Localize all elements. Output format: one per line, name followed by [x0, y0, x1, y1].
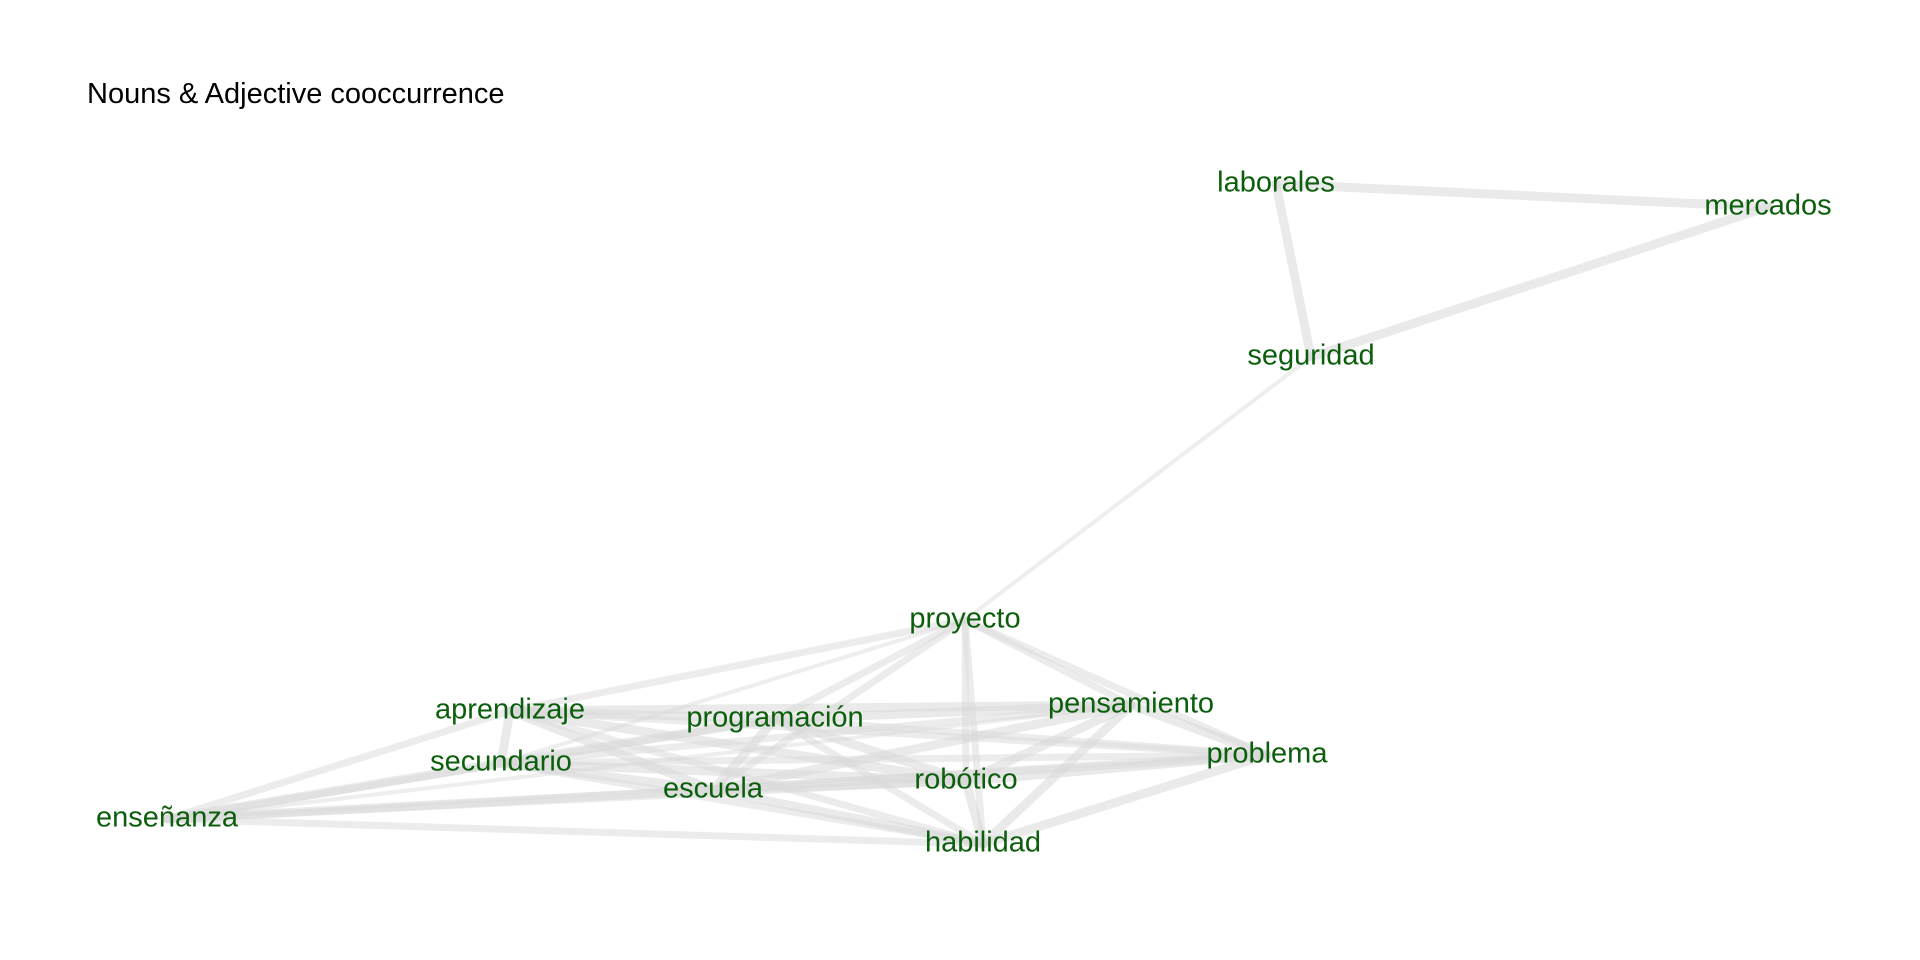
edge-pensamiento-problema [1126, 700, 1272, 760]
edge-pensamiento-secundario [497, 701, 1135, 767]
node-ensenanza: enseñanza [96, 802, 239, 834]
edge-problema-robotico [961, 750, 1272, 786]
edge-aprendizaje-habilidad [506, 707, 987, 848]
edge-ensenanza-habilidad [163, 815, 987, 848]
node-programacion: programación [686, 702, 863, 734]
edge-aprendizaje-ensenanza [163, 707, 514, 823]
node-secundario: secundario [430, 746, 572, 778]
node-robotico: robótico [914, 764, 1017, 796]
edge-seguridad-proyecto [963, 355, 1313, 622]
edge-laborales-mercados [1271, 179, 1773, 212]
edge-proyecto-aprendizaje [506, 616, 969, 715]
node-escuela: escuela [663, 773, 764, 805]
edge-mercados-seguridad [1306, 202, 1773, 362]
edge-escuela-habilidad [708, 785, 988, 849]
edge-secundario-ensenanza [162, 758, 506, 824]
edge-programacion-problema [771, 715, 1271, 759]
node-laborales: laborales [1217, 167, 1335, 199]
edge-aprendizaje-robotico [505, 706, 971, 786]
edge-robotico-habilidad [961, 776, 988, 849]
nodes-layer: laborales mercados seguridad proyecto aprend… [96, 167, 1832, 859]
edge-problema-habilidad [978, 750, 1272, 849]
edge-proyecto-programacion [771, 616, 969, 723]
graph-title: Nouns & Adjective cooccurrence [87, 78, 505, 110]
edge-aprendizaje-secundario [496, 706, 515, 768]
edge-laborales-seguridad [1271, 179, 1316, 362]
node-mercados: mercados [1704, 190, 1831, 222]
edge-robotico-ensenanza [163, 777, 970, 823]
node-habilidad: habilidad [925, 827, 1041, 859]
edge-programacion-escuela [708, 714, 780, 795]
edge-secundario-problema [497, 751, 1271, 767]
node-proyecto: proyecto [909, 603, 1020, 635]
node-problema: problema [1207, 738, 1329, 770]
node-pensamiento: pensamiento [1048, 688, 1214, 720]
node-aprendizaje: aprendizaje [435, 694, 585, 726]
node-seguridad: seguridad [1247, 340, 1374, 372]
edge-programacion-robotico [770, 714, 971, 786]
edges-layer [162, 179, 1773, 849]
